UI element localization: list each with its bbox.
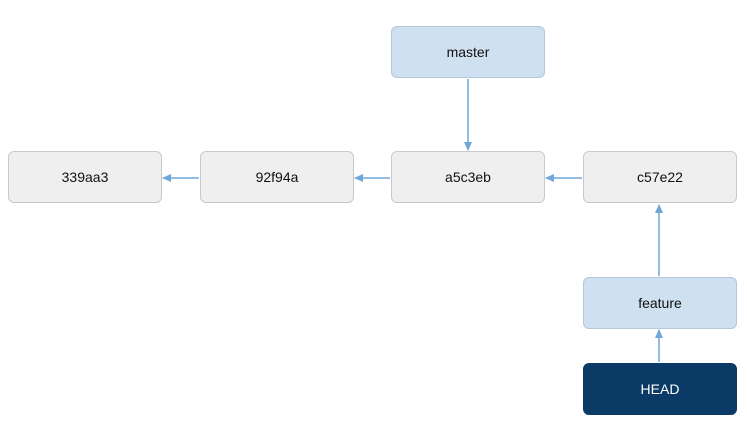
commit-a5c3eb-label: a5c3eb bbox=[445, 169, 491, 185]
commit-339aa3-label: 339aa3 bbox=[61, 169, 109, 185]
commit-339aa3[interactable]: 339aa3 bbox=[8, 151, 162, 203]
branch-master[interactable]: master bbox=[391, 26, 545, 78]
commit-92f94a[interactable]: 92f94a bbox=[200, 151, 354, 203]
head-pointer-label: HEAD bbox=[640, 381, 680, 397]
commit-c57e22[interactable]: c57e22 bbox=[583, 151, 737, 203]
branch-feature-label: feature bbox=[638, 295, 682, 311]
commit-c57e22-label: c57e22 bbox=[637, 169, 683, 185]
head-pointer[interactable]: HEAD bbox=[583, 363, 737, 415]
commit-92f94a-label: 92f94a bbox=[255, 169, 299, 185]
branch-feature[interactable]: feature bbox=[583, 277, 737, 329]
branch-master-label: master bbox=[446, 44, 490, 60]
commit-a5c3eb[interactable]: a5c3eb bbox=[391, 151, 545, 203]
